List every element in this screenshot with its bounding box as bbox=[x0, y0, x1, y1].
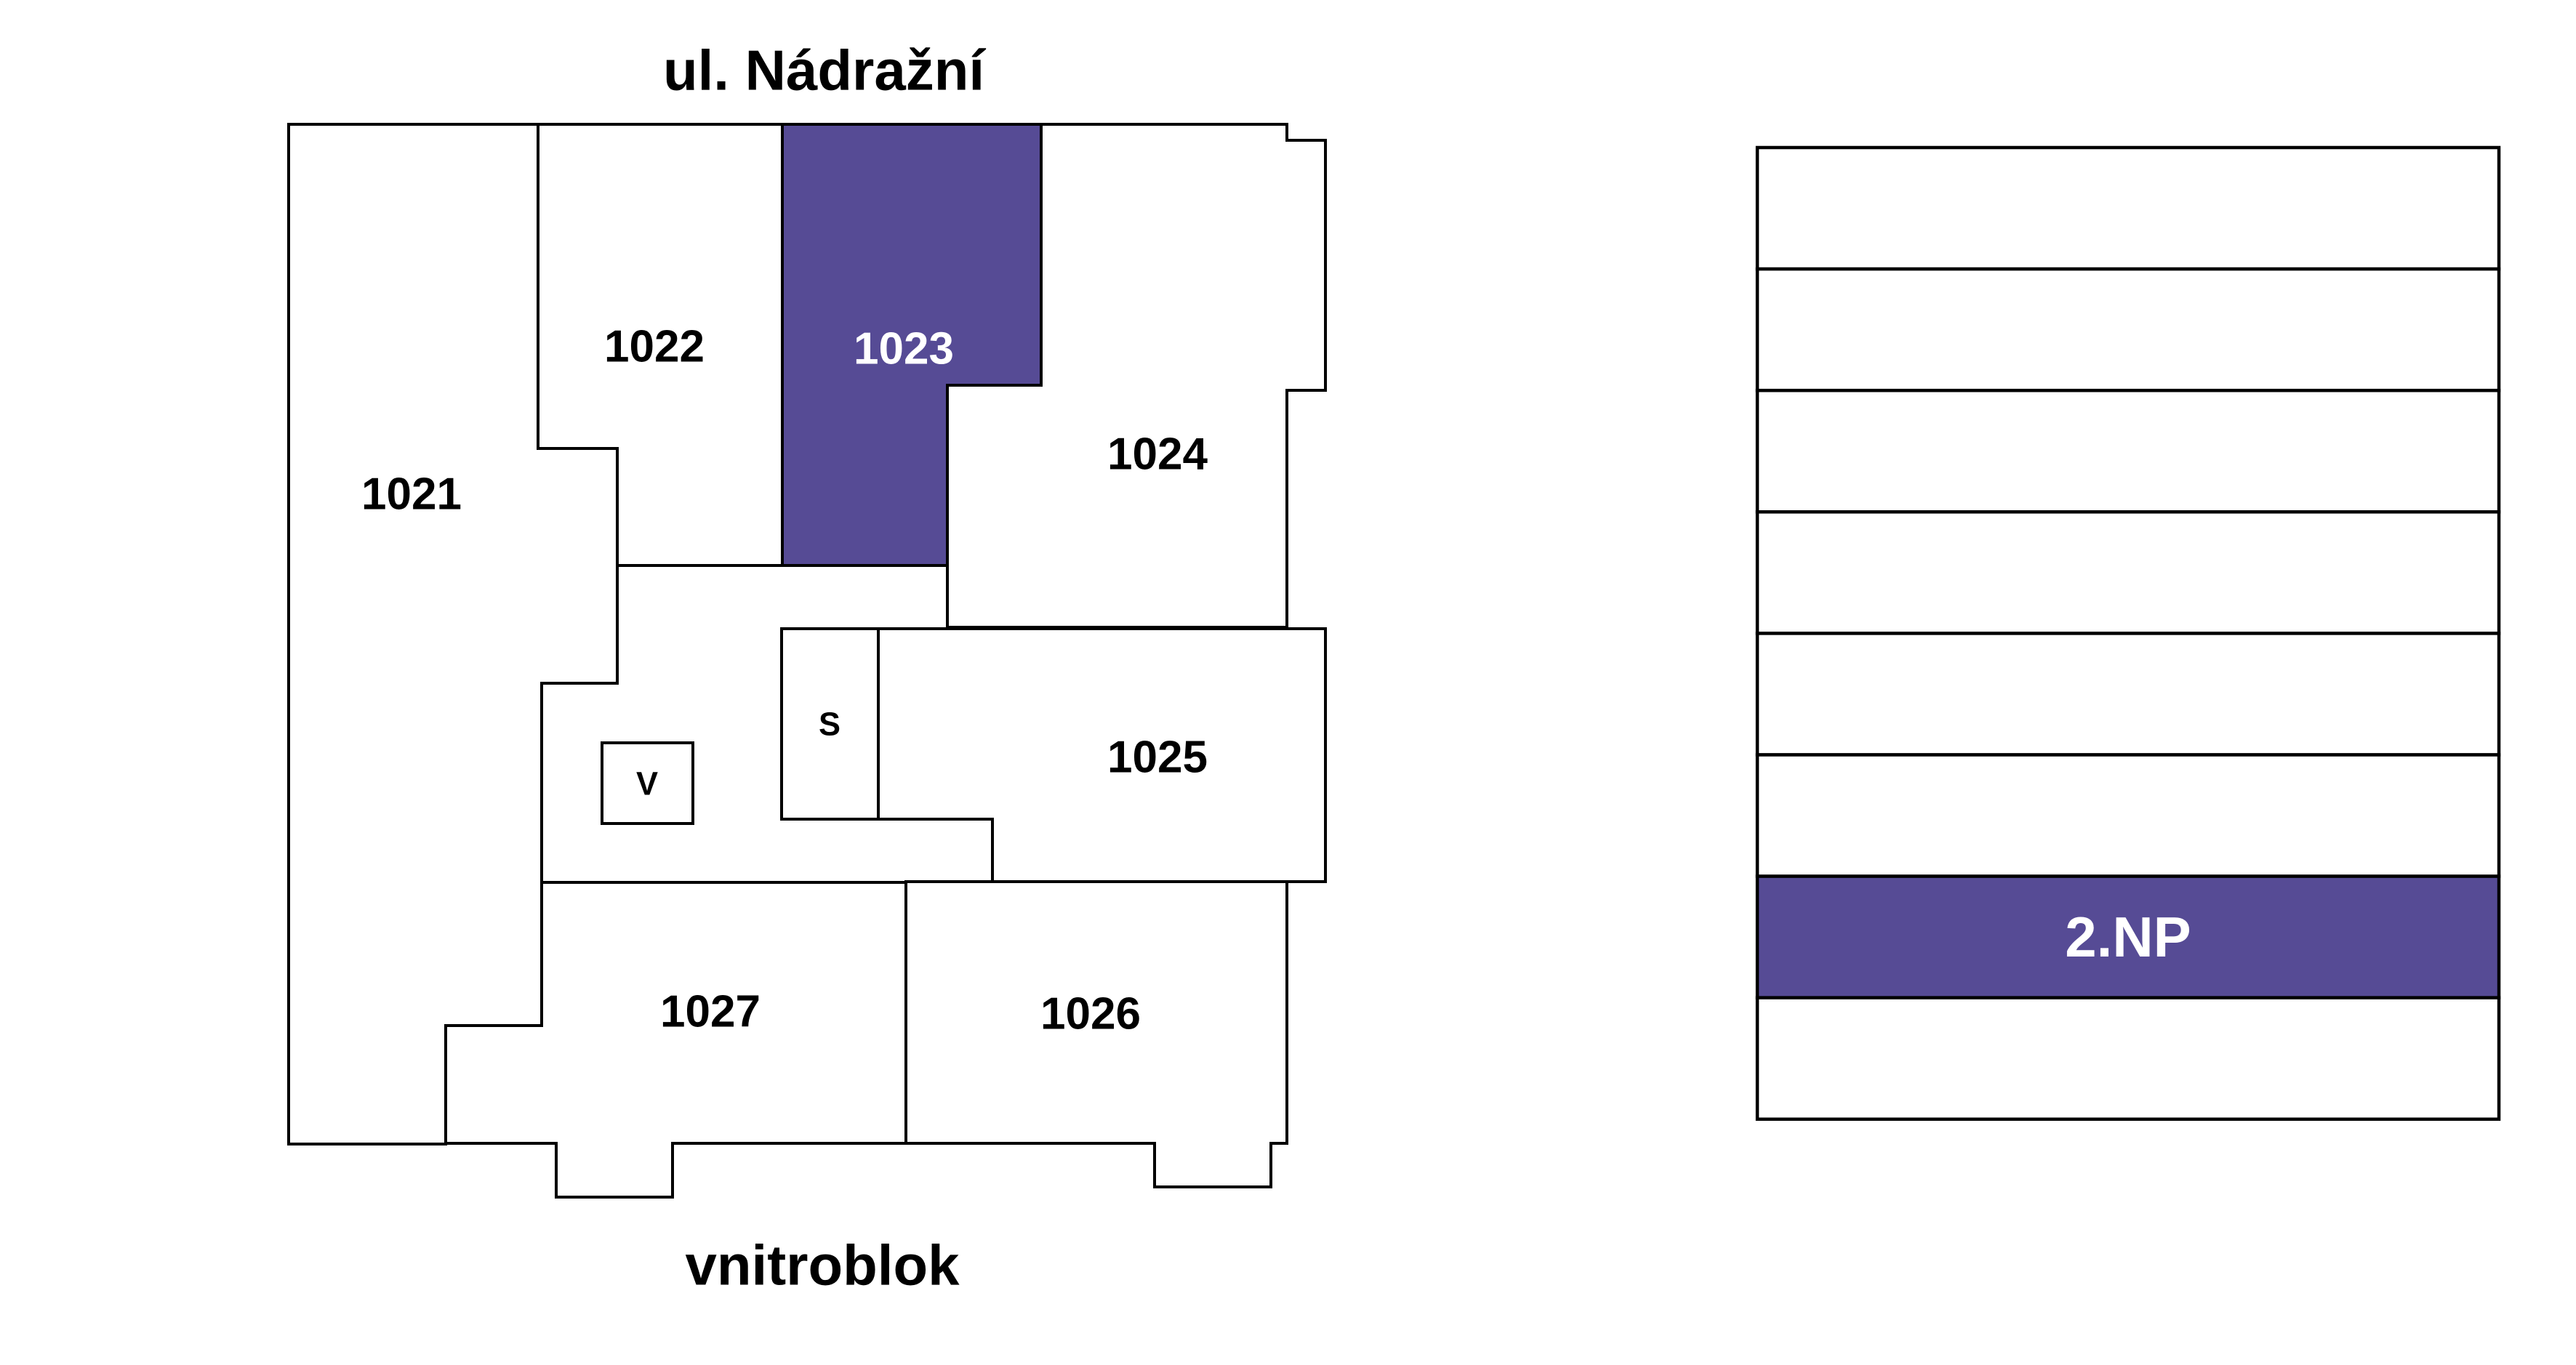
unit-1022-label: 1022 bbox=[604, 322, 705, 372]
floor-selector-layer: 2.NP bbox=[1755, 145, 2501, 1122]
unit-1027-region[interactable] bbox=[444, 881, 907, 1199]
room-V-region bbox=[601, 741, 694, 825]
floor-row-8[interactable] bbox=[1755, 145, 2501, 271]
floor-row-6[interactable] bbox=[1755, 388, 2501, 514]
unit-1025-label: 1025 bbox=[1107, 733, 1208, 783]
unit-1026-region[interactable] bbox=[904, 880, 1288, 1188]
room-S-region bbox=[780, 627, 880, 821]
floor-row-label: 2.NP bbox=[2065, 905, 2191, 969]
room-V-label: V bbox=[636, 765, 658, 802]
service-rooms-layer: SV bbox=[601, 627, 880, 825]
street-label: ul. Nádražní bbox=[662, 38, 985, 102]
units-layer: 1021 1022 1023 1024 1025 1026 1027 bbox=[287, 123, 1327, 1199]
unit-1023-label: 1023 bbox=[854, 324, 954, 374]
room-S-label: S bbox=[819, 706, 840, 743]
unit-1027-label: 1027 bbox=[660, 987, 761, 1037]
floor-row-7[interactable] bbox=[1755, 267, 2501, 392]
unit-1021-label: 1021 bbox=[361, 470, 462, 520]
floor-row-1[interactable] bbox=[1755, 996, 2501, 1122]
floor-row-5[interactable] bbox=[1755, 510, 2501, 635]
floor-row-2[interactable] bbox=[1755, 874, 2501, 999]
floor-row-3[interactable] bbox=[1755, 753, 2501, 878]
unit-1024-label: 1024 bbox=[1107, 430, 1208, 480]
unit-1025-region[interactable] bbox=[877, 627, 1327, 883]
courtyard-label: vnitroblok bbox=[685, 1233, 960, 1297]
unit-1026-label: 1026 bbox=[1040, 989, 1141, 1039]
unit-1024-region[interactable] bbox=[946, 123, 1327, 629]
floor-row-4[interactable] bbox=[1755, 632, 2501, 757]
